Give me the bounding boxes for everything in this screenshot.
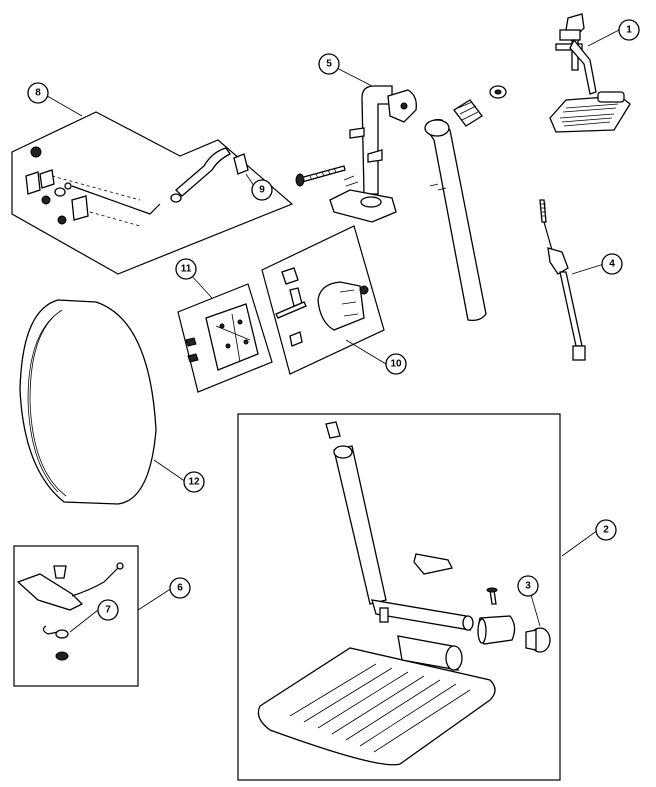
callout-8-label: 8: [35, 88, 41, 99]
callout-12-label: 12: [188, 477, 200, 488]
callout-11: 11: [175, 258, 197, 280]
callout-12: 12: [183, 471, 205, 493]
part-6-heel-loop-kit: [13, 545, 139, 687]
part-3-end-cap: [525, 627, 551, 653]
part-1-footrest-assembly: [549, 13, 631, 133]
callout-5-label: 5: [326, 59, 332, 70]
callout-9-label: 9: [259, 185, 265, 196]
callout-4: 4: [601, 253, 623, 275]
callout-1: 1: [618, 19, 640, 41]
mounting-bolt: [295, 165, 346, 187]
callout-3: 3: [517, 575, 539, 597]
callout-10: 10: [385, 353, 407, 375]
roller-and-nut: [453, 85, 507, 127]
callout-10-label: 10: [390, 359, 402, 370]
callout-9: 9: [251, 179, 273, 201]
callout-1-label: 1: [626, 25, 632, 36]
callout-6: 6: [169, 577, 191, 599]
callout-8: 8: [27, 82, 49, 104]
callout-7-label: 7: [105, 605, 111, 616]
callout-4-label: 4: [609, 259, 615, 270]
part-5-hanger-bracket: [329, 85, 417, 223]
part-8-release-lever-kit: [11, 111, 294, 275]
part-11-hinge-plate-kit: [177, 283, 273, 393]
callout-5: 5: [318, 53, 340, 75]
callout-6-label: 6: [177, 583, 183, 594]
callout-3-label: 3: [525, 581, 531, 592]
part-10-hinge-block-kit: [261, 225, 385, 375]
part-2-footplate-assembly: [237, 413, 561, 781]
callout-7: 7: [97, 599, 119, 621]
part-4-adjustment-rod: [539, 199, 586, 361]
callout-2: 2: [595, 519, 617, 541]
callout-11-label: 11: [181, 264, 192, 275]
part-12-calf-pad: [19, 299, 157, 505]
callout-2-label: 2: [603, 525, 609, 536]
upright-tube: [424, 119, 487, 322]
